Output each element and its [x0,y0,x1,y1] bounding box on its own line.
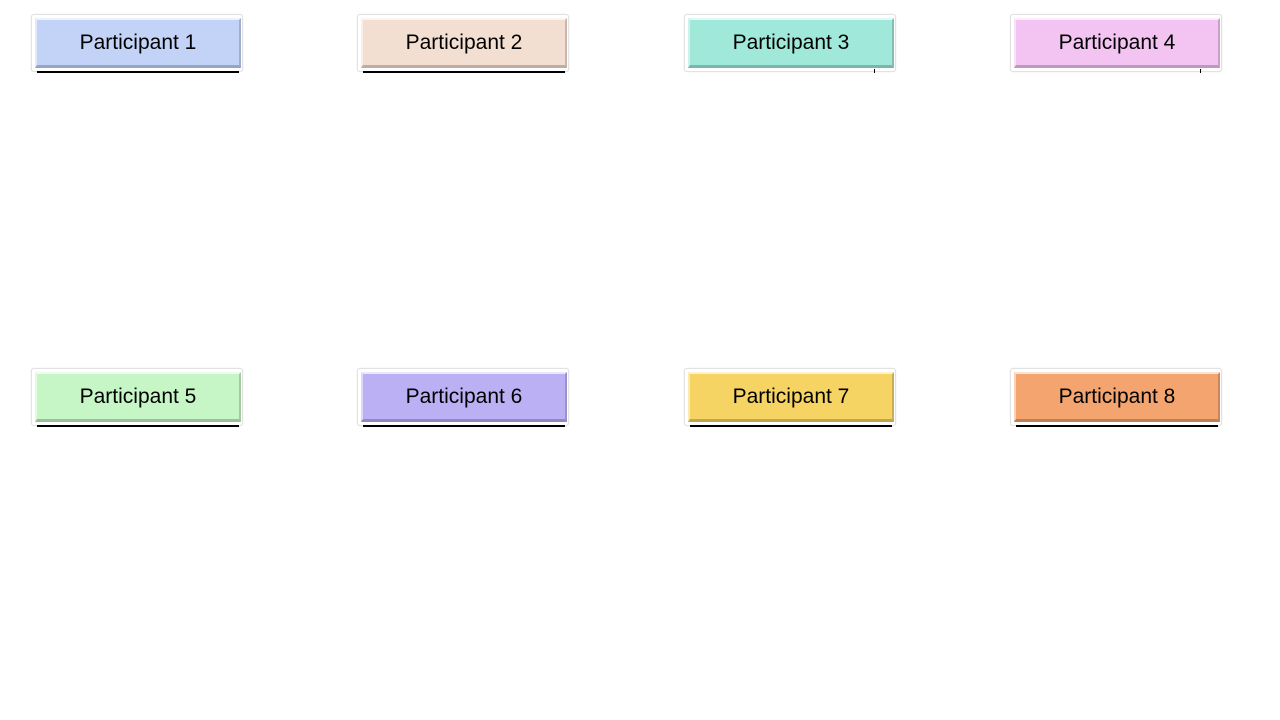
participant-7-underline [690,425,892,427]
participant-3-tick-mark [874,69,875,73]
participant-tile-5[interactable]: Participant 5 [31,368,243,427]
participant-8-underline [1016,425,1218,427]
participant-4-underline [1016,71,1218,73]
participant-7-button[interactable]: Participant 7 [688,372,894,422]
participant-5-button[interactable]: Participant 5 [35,372,241,422]
participant-6-button[interactable]: Participant 6 [361,372,567,422]
participant-tile-1[interactable]: Participant 1 [31,14,243,73]
participant-2-underline [363,71,565,73]
participant-8-button[interactable]: Participant 8 [1014,372,1220,422]
participant-tile-6[interactable]: Participant 6 [357,368,569,427]
participant-1-button[interactable]: Participant 1 [35,18,241,68]
participant-tile-4[interactable]: Participant 4 [1010,14,1222,73]
participant-4-tick-mark [1200,69,1201,73]
participant-tile-3[interactable]: Participant 3 [684,14,896,73]
participant-1-underline [37,71,239,73]
participant-tile-8[interactable]: Participant 8 [1010,368,1222,427]
participant-4-button[interactable]: Participant 4 [1014,18,1220,68]
participant-2-button[interactable]: Participant 2 [361,18,567,68]
participant-5-underline [37,425,239,427]
participant-3-underline [690,71,892,73]
participant-tile-7[interactable]: Participant 7 [684,368,896,427]
participant-3-button[interactable]: Participant 3 [688,18,894,68]
participant-6-underline [363,425,565,427]
participant-tile-2[interactable]: Participant 2 [357,14,569,73]
